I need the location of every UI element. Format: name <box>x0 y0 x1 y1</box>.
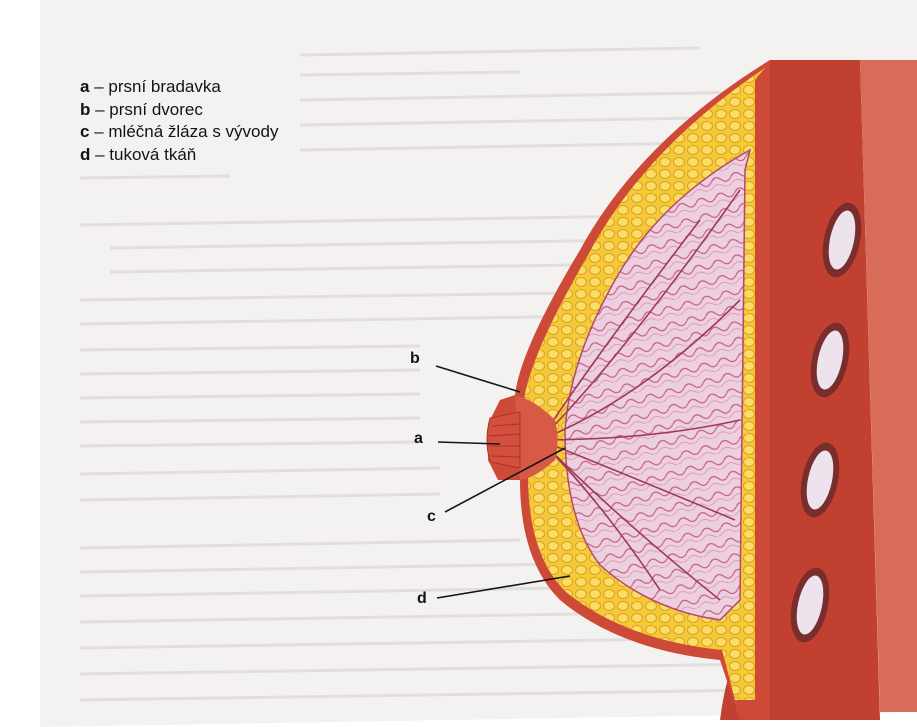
legend-item-b: b – prsní dvorec <box>80 99 278 122</box>
callout-b: b <box>410 350 420 368</box>
leader-line-b <box>436 366 520 392</box>
callout-c: c <box>427 508 436 526</box>
legend-label: – tuková tkáň <box>95 145 196 164</box>
mammary-gland <box>565 150 750 620</box>
legend-key: b <box>80 100 90 119</box>
legend-key: a <box>80 77 89 96</box>
legend-key: d <box>80 145 90 164</box>
legend-label: – prsní dvorec <box>95 100 203 119</box>
legend-label: – prsní bradavka <box>94 77 221 96</box>
callout-a: a <box>414 430 423 448</box>
nipple <box>487 412 520 468</box>
callout-d: d <box>417 590 427 608</box>
legend-item-a: a – prsní bradavka <box>80 76 278 99</box>
legend-key: c <box>80 122 89 141</box>
legend: a – prsní bradavka b – prsní dvorec c – … <box>80 76 278 166</box>
legend-label: – mléčná žláza s vývody <box>94 122 278 141</box>
legend-item-c: c – mléčná žláza s vývody <box>80 121 278 144</box>
legend-item-d: d – tuková tkáň <box>80 144 278 167</box>
